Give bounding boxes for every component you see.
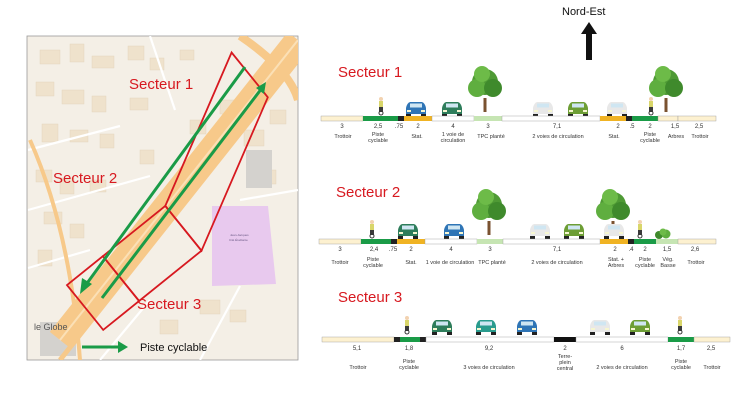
zone-label: 2 voies de circulation	[596, 365, 647, 371]
zone-label: Arbres	[668, 134, 684, 140]
dimension-value: .75	[395, 124, 404, 130]
zone-label: 1 voie de circulation	[426, 260, 475, 266]
sector-box-1	[164, 50, 269, 253]
zone-label: TPC planté	[478, 260, 506, 266]
dimension-values: 3 2,5 .75 2 4 3 7,1 2 .5 2 1,5 2,5	[340, 124, 704, 130]
map-legend: Piste cyclable	[82, 341, 207, 354]
dimension-value: 2	[613, 247, 617, 253]
dimension-value: 2,5	[707, 346, 716, 352]
dimension-value: 1,8	[405, 346, 414, 352]
map-building-label-2: Cité Étudiante	[229, 237, 248, 242]
zone-label: Vég.Basse	[660, 257, 675, 269]
zone-label: 3 voies de circulation	[463, 365, 514, 371]
zone-label: Trottoir	[349, 365, 366, 371]
dimension-values: 3 2,4 .75 2 4 3 7,1 2 .4 2 1,5 2,6	[338, 247, 700, 253]
dimension-values: 5,1 1,8 9,2 2 6 1,7 2,5	[353, 346, 716, 352]
zone-label: TPC planté	[477, 134, 505, 140]
dimension-value: 7,1	[553, 124, 562, 130]
map-sector-label-3: Secteur 3	[137, 296, 201, 313]
dimension-value: 2	[409, 247, 413, 253]
dimension-value: 2	[643, 247, 647, 253]
dimension-value: 7,1	[553, 247, 562, 253]
dimension-value: 2	[616, 124, 620, 130]
dimension-value: .5	[629, 124, 635, 130]
zone-label: Trottoir	[703, 365, 720, 371]
zone-label: Stat.	[411, 134, 423, 140]
arrowhead-northeast	[256, 82, 266, 94]
dimension-value: 9,2	[485, 346, 494, 352]
map-panel: Secteur 1 Secteur 2 Secteur 3 le Globe J…	[26, 35, 299, 361]
dimension-value: 3	[486, 124, 490, 130]
map-sector-label-1: Secteur 1	[129, 76, 193, 93]
map-place-label: le Globe	[34, 322, 68, 332]
dimension-value: 4	[449, 247, 453, 253]
zone-label: Trottoir	[687, 260, 704, 266]
dimension-value: 2,6	[691, 247, 700, 253]
dimension-value: 2,5	[695, 124, 704, 130]
section-title: Secteur 2	[336, 184, 400, 201]
profile-bar	[318, 238, 717, 245]
dimension-value: 3	[338, 247, 342, 253]
arrowhead-southwest	[80, 278, 92, 294]
map-sector-label-2: Secteur 2	[53, 170, 117, 187]
dimension-value: 1,5	[663, 247, 672, 253]
section-3: Secteur 3 5,1 1,8 9,2 2 6 1,7 2,5	[321, 289, 731, 372]
map-purple-zone	[212, 206, 276, 286]
zone-label: Trottoir	[334, 134, 351, 140]
section-1: Secteur 1 3 2,5 .75 2 4	[320, 64, 717, 144]
dimension-value: 1,7	[677, 346, 686, 352]
profile-bar	[321, 336, 731, 343]
dimension-value: 2	[416, 124, 420, 130]
legend-label: Piste cyclable	[140, 342, 207, 354]
zone-label: Stat. +Arbres	[608, 257, 624, 269]
section-title: Secteur 3	[338, 289, 402, 306]
legend-arrow-icon	[118, 341, 128, 353]
profile-bar	[320, 115, 717, 122]
section-2: Secteur 2 3 2,4 .75 2	[318, 184, 717, 269]
dimension-value: .4	[628, 247, 634, 253]
dimension-value: 1,5	[671, 124, 680, 130]
dimension-value: 4	[451, 124, 455, 130]
zone-label: 2 voies de circulation	[532, 134, 583, 140]
dimension-value: .75	[389, 247, 398, 253]
dimension-value: 2,4	[370, 247, 379, 253]
zone-label: Stat.	[608, 134, 620, 140]
compass-label: Nord-Est	[562, 6, 605, 18]
map-grey-building	[246, 150, 272, 188]
section-title: Secteur 1	[338, 64, 402, 81]
bike-path-map-southwest	[83, 66, 247, 287]
zone-label: Trottoir	[331, 260, 348, 266]
arrow-up-icon	[581, 22, 597, 60]
zone-label: Stat.	[405, 260, 417, 266]
dimension-value: 3	[488, 247, 492, 253]
bike-path-map-northeast	[100, 87, 264, 299]
dimension-value: 5,1	[353, 346, 362, 352]
compass: Nord-Est	[562, 6, 605, 60]
dimension-value: 3	[340, 124, 344, 130]
map-building-label-1: Jean-Jacques	[230, 233, 249, 237]
zone-label: 2 voies de circulation	[531, 260, 582, 266]
dimension-value: 2,5	[374, 124, 383, 130]
zone-label: Trottoir	[691, 134, 708, 140]
dimension-value: 6	[620, 346, 624, 352]
dimension-value: 2	[648, 124, 652, 130]
dimension-value: 2	[563, 346, 567, 352]
